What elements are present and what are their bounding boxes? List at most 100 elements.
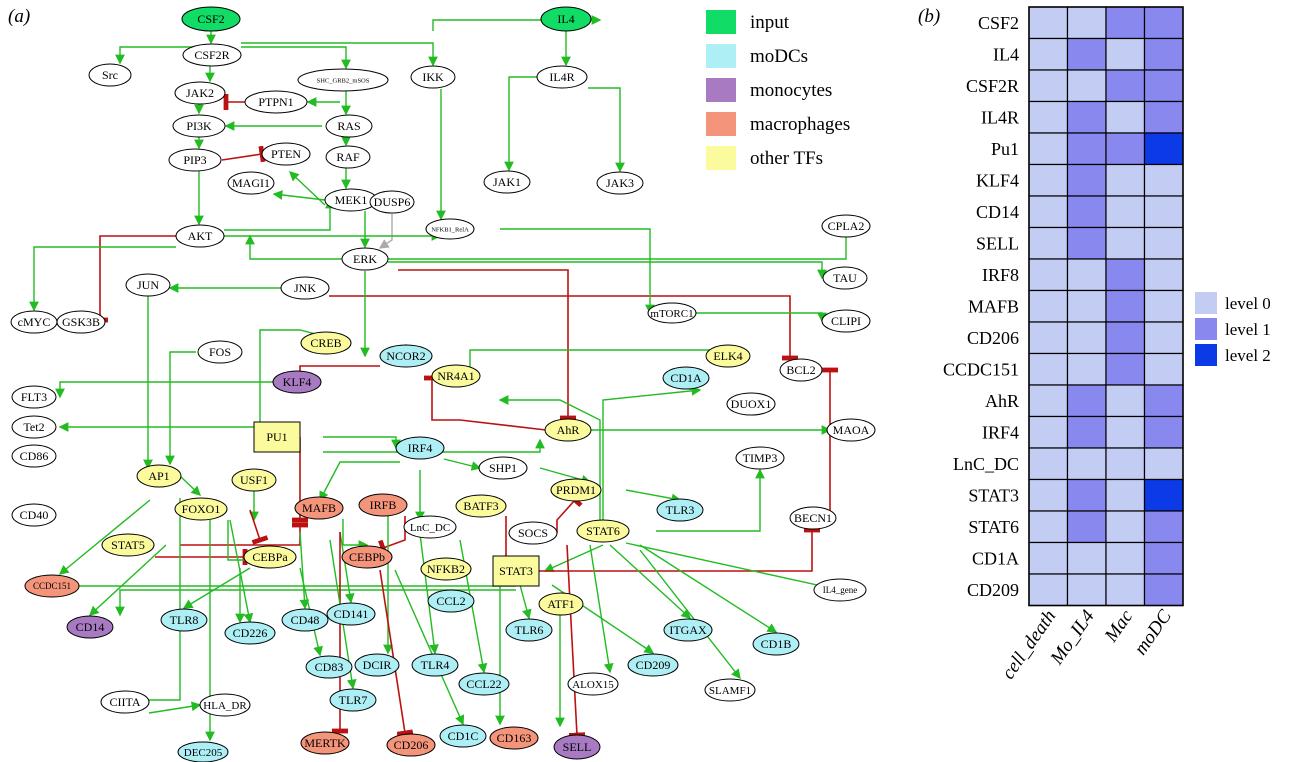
node-label: MEK1 — [335, 193, 368, 207]
heatmap-cell — [1028, 258, 1069, 292]
node-prdm1: PRDM1 — [550, 478, 602, 502]
node-label: mTORC1 — [650, 308, 693, 320]
node-mek1: MEK1 — [324, 188, 378, 212]
heatmap-legend-swatch — [1195, 292, 1217, 314]
network-edge — [538, 527, 820, 572]
node-cebpa: CEBPa — [243, 545, 297, 569]
node-cd1a: CD1A — [662, 366, 710, 390]
heatmap-cell — [1143, 352, 1184, 386]
node-bcl2: BCL2 — [779, 358, 823, 382]
node-pu1: PU1 — [253, 421, 301, 453]
heatmap-cell — [1066, 258, 1107, 292]
node-label: JAK1 — [493, 175, 521, 189]
legend-label: other TFs — [750, 148, 823, 169]
node-akt: AKT — [175, 224, 225, 248]
heatmap-cell — [1066, 415, 1107, 449]
network-edge — [342, 519, 369, 550]
node-jak1: JAK1 — [483, 170, 531, 194]
node-shp1: SHP1 — [478, 456, 528, 480]
node-label: BECN1 — [794, 511, 832, 525]
node-label: GSK3B — [62, 315, 100, 329]
node-label: CSF2R — [194, 48, 229, 62]
node-il4r: IL4R — [536, 65, 588, 89]
heatmap-cell — [1028, 195, 1069, 229]
node-ahr: AhR — [544, 418, 592, 442]
node-foxo1: FOXO1 — [174, 497, 228, 521]
network-edge — [241, 46, 351, 70]
network-edge — [519, 584, 532, 620]
state-heatmap: CSF2IL4CSF2RIL4RPu1KLF4CD14SELLIRF8MAFBC… — [943, 6, 1271, 683]
network-edge — [398, 269, 576, 421]
heatmap-row-label: STAT3 — [968, 485, 1019, 505]
node-label: DCIR — [363, 658, 392, 672]
node-cd83: CD83 — [305, 655, 353, 679]
node-ptpn1: PTPN1 — [244, 90, 308, 114]
node-jun: JUN — [125, 273, 171, 297]
heatmap-cell — [1028, 447, 1069, 481]
node-cd141: CD141 — [326, 602, 376, 626]
network-edge — [639, 549, 741, 680]
heatmap-row-label: AhR — [985, 391, 1019, 411]
heatmap-cell — [1028, 6, 1069, 40]
heatmap-cell — [1143, 447, 1184, 481]
node-cd14: CD14 — [66, 615, 114, 639]
network-edge — [329, 295, 798, 361]
node-ap1: AP1 — [136, 464, 182, 488]
node-stat6: STAT6 — [576, 519, 630, 543]
legend-item-macrophages: macrophages — [706, 112, 850, 136]
node-ncor2: NCOR2 — [379, 344, 433, 368]
legend-item-modcs: moDCs — [706, 44, 808, 68]
node-irf4: IRF4 — [395, 436, 445, 460]
network-edge — [500, 228, 655, 315]
heatmap-col-label: cell_death — [998, 606, 1061, 683]
heatmap-cell — [1028, 352, 1069, 386]
node-label: TLR3 — [666, 503, 695, 517]
node-il4-gene: IL4_gene — [813, 578, 867, 602]
node-label: CD86 — [20, 449, 49, 463]
node-tet2: Tet2 — [11, 415, 57, 439]
heatmap-row-label: IRF8 — [982, 265, 1019, 285]
network-edge — [245, 234, 342, 260]
network-edge — [566, 544, 586, 738]
node-usf1: USF1 — [231, 468, 277, 492]
heatmap-cell — [1028, 510, 1069, 544]
node-label: DEC205 — [184, 747, 223, 759]
network-edge — [696, 312, 827, 323]
node-label: SHC_GRB2_mSOS — [317, 77, 370, 84]
heatmap-cell — [1105, 384, 1146, 418]
node-nr4a1: NR4A1 — [431, 364, 481, 388]
heatmap-cell — [1105, 226, 1146, 260]
node-label: FOS — [209, 345, 231, 359]
node-label: PRDM1 — [556, 483, 596, 497]
network-edge — [288, 171, 326, 206]
node-label: NCOR2 — [386, 349, 425, 363]
node-atf1: ATF1 — [538, 592, 584, 616]
heatmap-border — [1028, 6, 1184, 607]
heatmap-cell — [1066, 447, 1107, 481]
node-label: BATF3 — [463, 499, 498, 513]
node-label: IL4_gene — [823, 585, 857, 595]
node-mafb: MAFB — [294, 496, 344, 520]
node-label: TLR7 — [339, 693, 368, 707]
node-label: MAGI1 — [232, 176, 270, 190]
node-label: JUN — [137, 278, 159, 292]
heatmap-cell — [1066, 6, 1107, 40]
node-label: PIP3 — [183, 153, 206, 167]
legend-swatch — [706, 10, 736, 34]
heatmap-cell — [1105, 6, 1146, 40]
heatmap-cell — [1143, 478, 1184, 512]
heatmap-cell — [1028, 289, 1069, 323]
node-label: RAS — [337, 119, 360, 133]
node-mtorc1: mTORC1 — [647, 302, 697, 324]
node-label: ERK — [353, 252, 377, 266]
network-edge — [58, 499, 151, 575]
network-edge — [179, 475, 202, 496]
heatmap-cell — [1105, 289, 1146, 323]
node-label: CD226 — [233, 626, 268, 640]
heatmap-cell — [1066, 510, 1107, 544]
legend-swatch — [706, 44, 736, 68]
node-csf2r: CSF2R — [182, 43, 242, 67]
heatmap-cell — [1028, 132, 1069, 166]
node-maoa: MAOA — [826, 418, 876, 442]
